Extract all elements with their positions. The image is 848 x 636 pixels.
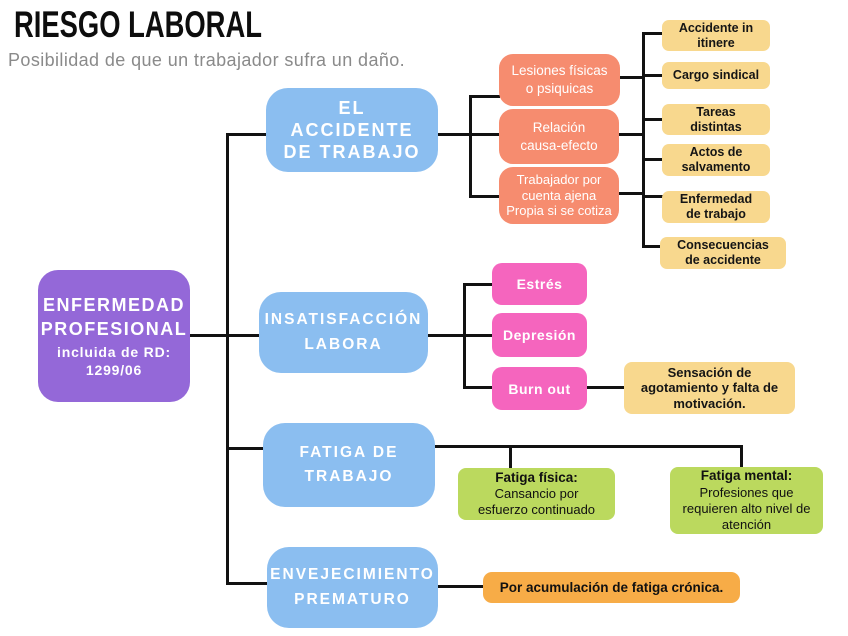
connector-to-depresion xyxy=(463,334,493,337)
connector-to-trabajador xyxy=(469,195,500,198)
connector-trunk-to-envejecimiento xyxy=(226,582,268,585)
node-lesiones-fisicas: Lesiones físicas o psiquicas xyxy=(499,54,620,106)
node-insatisfaccion-labora: INSATISFACCIÓN LABORA xyxy=(259,292,428,373)
connector-trabajador-right xyxy=(618,192,644,195)
connector-purple-to-insatisfaccion xyxy=(190,334,260,337)
page-title: RIESGO LABORAL xyxy=(14,4,262,45)
node-burn-out: Burn out xyxy=(492,367,587,410)
node-consecuencias-de-accidente: Consecuencias de accidente xyxy=(660,237,786,269)
connector-to-accidente-itinere xyxy=(642,32,663,35)
node-relacion-causa-efecto: Relación causa-efecto xyxy=(499,109,619,164)
node-trabajador-cuenta-ajena: Trabajador por cuenta ajena Propia si se… xyxy=(499,167,619,224)
connector-drop-fatiga-fisica xyxy=(509,445,512,469)
connector-relacion-right xyxy=(618,133,644,136)
node-enfermedad-profesional: ENFERMEDAD PROFESIONAL incluida de RD: 1… xyxy=(38,270,190,402)
node-enfermedad-de-trabajo: Enfermedad de trabajo xyxy=(662,191,770,223)
node-enfermedad-profesional-subtitle: incluida de RD: 1299/06 xyxy=(57,344,171,379)
connector-salmon-bracket xyxy=(469,95,472,198)
node-fatiga-fisica: Fatiga física: Cansancio por esfuerzo co… xyxy=(458,468,615,520)
node-depresion: Depresión xyxy=(492,313,587,357)
node-fatiga-mental: Fatiga mental: Profesiones que requieren… xyxy=(670,467,823,534)
connector-insatisfaccion-right xyxy=(427,334,466,337)
connector-to-enfermedad-trabajo xyxy=(642,195,663,198)
node-fatiga-fisica-body: Cansancio por esfuerzo continuado xyxy=(477,486,596,518)
connector-fatiga-right xyxy=(434,445,743,448)
connector-to-lesiones xyxy=(469,95,500,98)
node-cargo-sindical: Cargo sindical xyxy=(662,62,770,89)
node-envejecimiento-prematuro: ENVEJECIMIENTO PREMATURO xyxy=(267,547,438,628)
connector-trunk-to-fatiga xyxy=(226,447,264,450)
connector-envejecimiento-right xyxy=(437,585,484,588)
connector-to-estres xyxy=(463,283,493,286)
connector-to-tareas-distintas xyxy=(642,118,663,121)
node-fatiga-fisica-title: Fatiga física: xyxy=(495,469,578,485)
connector-yellow-bracket xyxy=(642,32,645,247)
node-accidente-in-itinere: Accidente in itinere xyxy=(662,20,770,51)
node-enfermedad-profesional-title: ENFERMEDAD PROFESIONAL xyxy=(40,294,188,339)
node-actos-de-salvamento: Actos de salvamento xyxy=(662,144,770,176)
connector-trunk-vertical xyxy=(226,133,229,585)
node-fatiga-mental-title: Fatiga mental: xyxy=(700,468,793,484)
connector-trunk-to-accidente xyxy=(226,133,266,136)
connector-to-cargo-sindical xyxy=(642,74,663,77)
node-sensacion-agotamiento: Sensación de agotamiento y falta de moti… xyxy=(624,362,795,414)
connector-burnout-to-sensacion xyxy=(586,386,625,389)
node-fatiga-de-trabajo: FATIGA DE TRABAJO xyxy=(263,423,435,507)
node-acumulacion-fatiga-cronica: Por acumulación de fatiga crónica. xyxy=(483,572,740,603)
connector-to-burnout xyxy=(463,386,493,389)
node-el-accidente-de-trabajo: EL ACCIDENTE DE TRABAJO xyxy=(266,88,438,172)
page-title-wrap: RIESGO LABORAL xyxy=(14,4,349,46)
page-subtitle: Posibilidad de que un trabajador sufra u… xyxy=(8,50,406,70)
node-estres: Estrés xyxy=(492,263,587,305)
connector-to-actos-salvamento xyxy=(642,158,663,161)
node-fatiga-mental-body: Profesiones que requieren alto nivel de … xyxy=(682,484,811,532)
connector-drop-fatiga-mental xyxy=(740,445,743,468)
connector-lesiones-right xyxy=(619,76,644,79)
connector-to-consecuencias xyxy=(642,245,663,248)
node-tareas-distintas: Tareas distintas xyxy=(662,104,770,135)
